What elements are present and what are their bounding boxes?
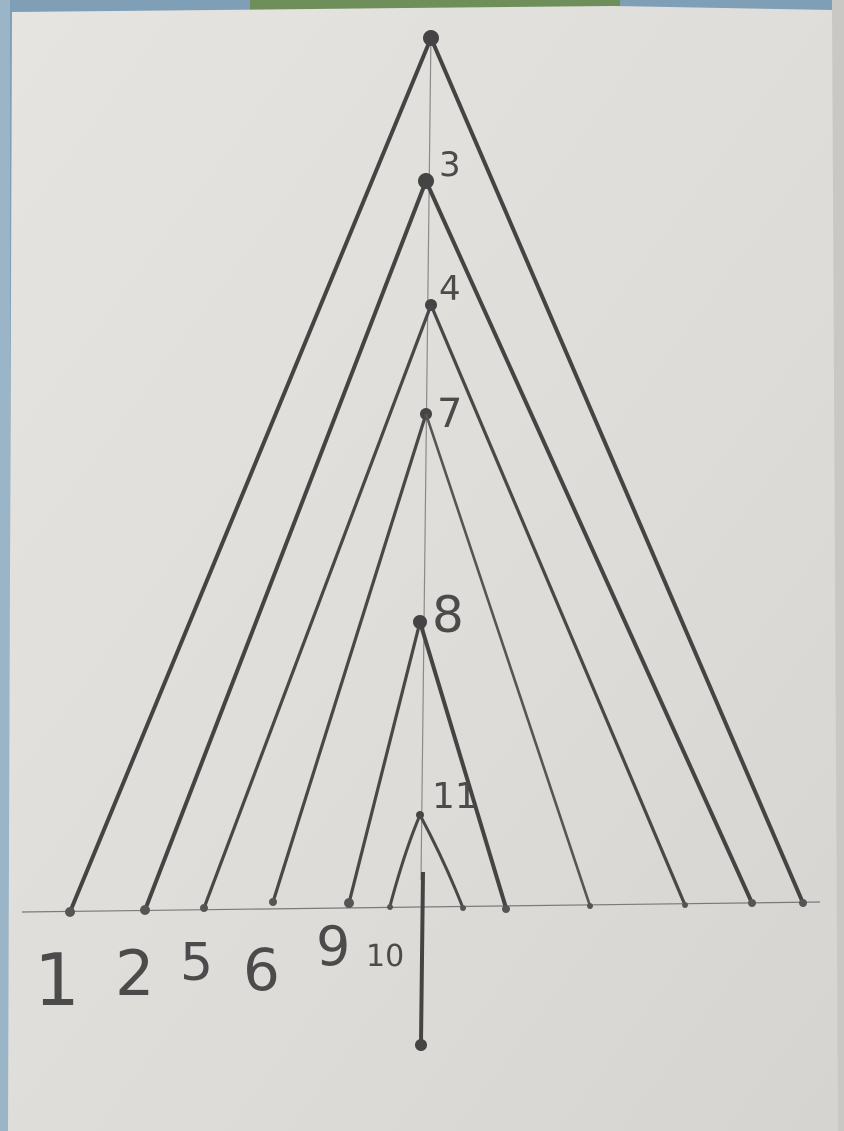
apex-label-8: 8 xyxy=(432,586,464,644)
leaf-point-2 xyxy=(140,905,150,915)
leaf-point-far-right xyxy=(799,899,807,907)
leaf-point-inner-right xyxy=(460,905,466,911)
base-label-6: 6 xyxy=(243,936,280,1004)
base-label-2: 2 xyxy=(115,937,154,1010)
apex-label-3: 3 xyxy=(439,145,461,185)
bottom-node xyxy=(415,1039,427,1051)
leaf-point-6 xyxy=(269,898,277,906)
background-left-edge xyxy=(0,0,10,1131)
base-label-5: 5 xyxy=(180,933,213,993)
vertical-stem xyxy=(421,872,423,1043)
base-label-10: 10 xyxy=(366,939,404,974)
leaf-point-10 xyxy=(387,904,393,910)
base-label-9: 9 xyxy=(316,915,350,978)
apex-label-11: 11 xyxy=(432,776,478,817)
apex-label-4: 4 xyxy=(439,269,461,309)
leaf-point-node-3-right xyxy=(748,899,756,907)
apex-label-7: 7 xyxy=(437,391,462,437)
leaf-point-node-7-right xyxy=(587,903,593,909)
leaf-point-node-4-right xyxy=(682,902,688,908)
leaf-point-1 xyxy=(65,907,75,917)
leaf-point-5 xyxy=(200,904,208,912)
leaf-point-9 xyxy=(344,898,354,908)
leaf-point-node-8-right xyxy=(502,905,510,913)
base-label-1: 1 xyxy=(34,938,80,1022)
